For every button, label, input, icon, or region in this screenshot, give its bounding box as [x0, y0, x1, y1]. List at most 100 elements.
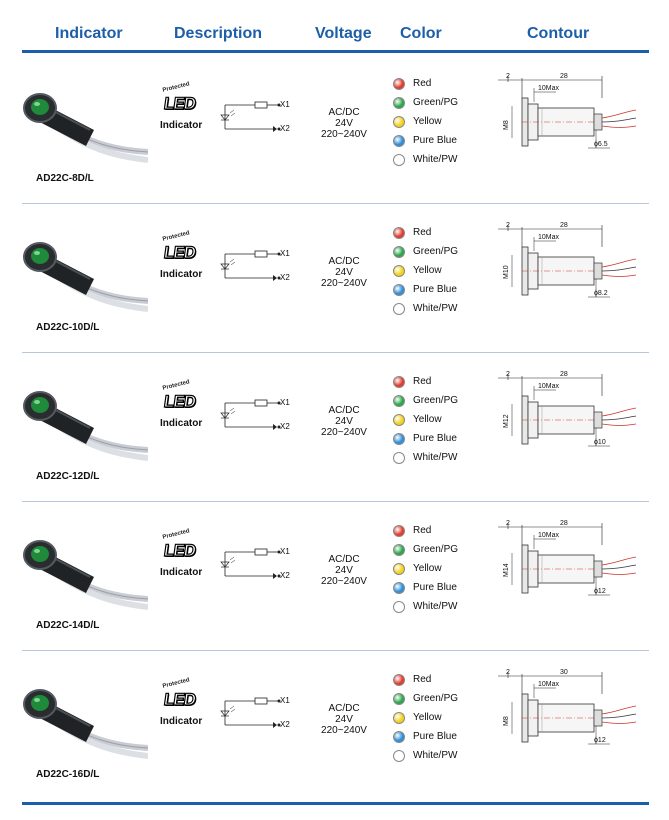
color-dot-icon — [393, 562, 405, 575]
color-option: Red — [393, 372, 458, 391]
product-row-3: AD22C-12D/L Protected LED Indicator X1 X… — [0, 356, 669, 505]
color-option: Red — [393, 670, 458, 689]
wiring-diagram — [220, 101, 281, 132]
voltage-low: 24V — [335, 416, 353, 427]
protected-led-logo: Protected LED Indicator — [160, 677, 216, 744]
color-option: Yellow — [393, 410, 458, 429]
color-name: Green/PG — [413, 246, 459, 257]
row-divider — [22, 203, 649, 204]
voltage-spec: AC/DC 24V 220~240V — [308, 256, 380, 289]
color-option: Yellow — [393, 708, 458, 727]
terminal-x1: X1 — [280, 696, 290, 705]
header-divider — [22, 50, 649, 53]
color-dot-icon — [393, 283, 405, 296]
color-dot-icon — [393, 543, 405, 556]
cable-diameter: ϕ12 — [594, 588, 606, 595]
led-label: LED — [162, 93, 197, 113]
color-name: Green/PG — [413, 693, 459, 704]
terminal-x1: X1 — [280, 398, 290, 407]
header-indicator: Indicator — [55, 25, 123, 42]
color-option: Yellow — [393, 112, 458, 131]
wiring-diagram — [220, 697, 281, 728]
head-dimension: 2 — [506, 520, 510, 527]
product-row-1: AD22C-8D/L Protected LED Indicator X1 X2… — [0, 58, 669, 207]
color-name: Yellow — [413, 712, 442, 723]
max-dimension: 10Max — [538, 234, 560, 241]
color-dot-icon — [393, 153, 405, 166]
color-option: Green/PG — [393, 391, 458, 410]
voltage-low: 24V — [335, 118, 353, 129]
color-dot-icon — [393, 730, 405, 743]
voltage-low: 24V — [335, 714, 353, 725]
protected-led-logo: Protected LED Indicator — [160, 379, 216, 446]
max-dimension: 10Max — [538, 532, 560, 539]
length-dimension: 28 — [560, 520, 568, 527]
voltage-type: AC/DC — [328, 405, 360, 416]
terminal-x1: X1 — [280, 547, 290, 556]
wiring-diagram — [220, 548, 281, 579]
color-option: Pure Blue — [393, 578, 458, 597]
color-name: Yellow — [413, 563, 442, 574]
color-dot-icon — [393, 600, 405, 613]
color-name: Red — [413, 525, 432, 536]
protected-label: Protected — [162, 379, 191, 392]
max-dimension: 10Max — [538, 681, 560, 688]
terminal-x2: X2 — [280, 720, 290, 729]
color-dot-icon — [393, 432, 405, 445]
color-option: White/PW — [393, 150, 458, 169]
color-dot-icon — [393, 673, 405, 686]
color-dot-icon — [393, 264, 405, 277]
color-name: Pure Blue — [413, 731, 457, 742]
color-name: Green/PG — [413, 97, 459, 108]
led-label: LED — [162, 242, 197, 262]
indicator-label: Indicator — [160, 567, 203, 578]
indicator-lamp-image — [23, 391, 148, 461]
color-option: Red — [393, 223, 458, 242]
indicator-lamp-image — [23, 540, 148, 610]
color-option: Red — [393, 74, 458, 93]
color-dot-icon — [393, 749, 405, 762]
color-option: White/PW — [393, 597, 458, 616]
voltage-spec: AC/DC 24V 220~240V — [308, 405, 380, 438]
led-label: LED — [162, 689, 197, 709]
color-name: Pure Blue — [413, 433, 457, 444]
length-dimension: 28 — [560, 73, 568, 80]
head-dimension: 2 — [506, 669, 510, 676]
voltage-spec: AC/DC 24V 220~240V — [308, 703, 380, 736]
color-dot-icon — [393, 413, 405, 426]
voltage-high: 220~240V — [321, 576, 367, 587]
row-divider — [22, 501, 649, 502]
color-option: Pure Blue — [393, 280, 458, 299]
model-number: AD22C-16D/L — [36, 769, 100, 780]
color-dot-icon — [393, 96, 405, 109]
thread-size: M8 — [503, 120, 510, 130]
voltage-high: 220~240V — [321, 427, 367, 438]
row-divider — [22, 650, 649, 651]
color-name: Red — [413, 376, 432, 387]
color-dot-icon — [393, 375, 405, 388]
product-row-4: AD22C-14D/L Protected LED Indicator X1 X… — [0, 505, 669, 654]
product-row-5: AD22C-16D/L Protected LED Indicator X1 X… — [0, 654, 669, 803]
voltage-high: 220~240V — [321, 278, 367, 289]
cable-diameter: ϕ10 — [594, 439, 606, 446]
head-dimension: 2 — [506, 73, 510, 80]
cable-diameter: ϕ12 — [594, 737, 606, 744]
protected-label: Protected — [162, 81, 191, 94]
color-name: Red — [413, 78, 432, 89]
thread-size: M10 — [503, 265, 510, 279]
row-divider — [22, 352, 649, 353]
color-option: Yellow — [393, 261, 458, 280]
thread-size: M12 — [503, 414, 510, 428]
voltage-spec: AC/DC 24V 220~240V — [308, 554, 380, 587]
color-name: Yellow — [413, 265, 442, 276]
color-dot-icon — [393, 394, 405, 407]
color-option: Pure Blue — [393, 727, 458, 746]
protected-label: Protected — [162, 677, 191, 690]
max-dimension: 10Max — [538, 383, 560, 390]
color-dot-icon — [393, 134, 405, 147]
voltage-type: AC/DC — [328, 107, 360, 118]
table-header: Indicator Description Voltage Color Cont… — [0, 0, 669, 50]
